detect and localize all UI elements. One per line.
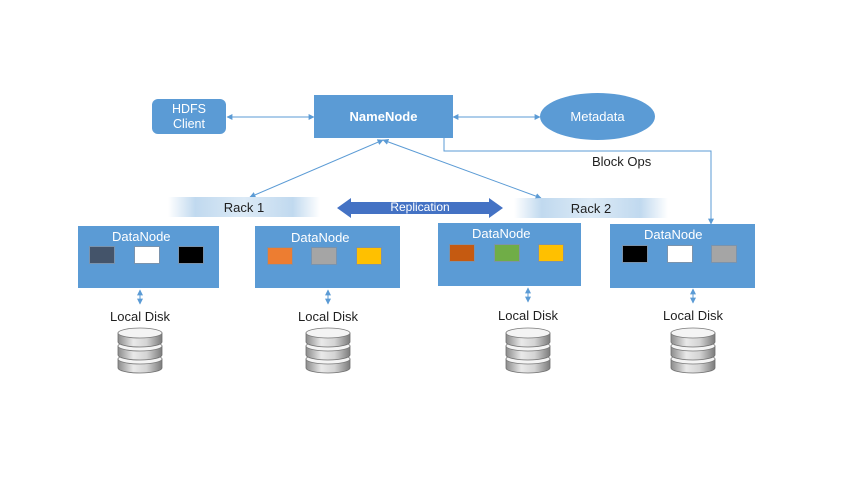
rack-1: Rack 1 (168, 197, 320, 217)
datanode-4-block-2 (667, 245, 693, 263)
local-disk-label-2: Local Disk (298, 309, 358, 324)
datanode-3-block-2 (494, 244, 520, 262)
block-ops-label: Block Ops (592, 154, 652, 169)
metadata-ellipse: Metadata (540, 93, 655, 140)
namenode-label: NameNode (349, 109, 418, 124)
datanode-2-block-2 (311, 247, 337, 265)
local-disk-label-1: Local Disk (110, 309, 170, 324)
datanode-1-block-2 (134, 246, 160, 264)
datanode-4-block-1 (622, 245, 648, 263)
replication-label: Replication (390, 200, 450, 214)
database-icon-3 (505, 327, 551, 374)
metadata-label: Metadata (570, 109, 625, 124)
namenode-rack2-link (382, 139, 542, 199)
namenode-rack1-link (249, 139, 384, 198)
datanode-3: DataNode (438, 223, 581, 286)
rack-2-label: Rack 2 (570, 200, 612, 216)
datanode-1-label: DataNode (112, 229, 171, 244)
rack-2: Rack 2 (514, 198, 668, 218)
rack-1-label: Rack 1 (223, 199, 265, 215)
namenode-box: NameNode (314, 95, 453, 138)
datanode-4-label: DataNode (644, 227, 703, 242)
datanode-4-block-3 (711, 245, 737, 263)
datanode-1-block-3 (178, 246, 204, 264)
database-icon-2 (305, 327, 351, 374)
datanode-2-label: DataNode (291, 230, 350, 245)
datanode-1-block-1 (89, 246, 115, 264)
datanode-3-label: DataNode (472, 226, 531, 241)
local-disk-label-4: Local Disk (663, 308, 723, 323)
datanode-3-block-3 (538, 244, 564, 262)
hdfs-client-box: HDFS Client (152, 99, 226, 134)
database-icon-4 (670, 327, 716, 374)
datanode-3-block-1 (449, 244, 475, 262)
local-disk-label-3: Local Disk (498, 308, 558, 323)
database-icon-1 (117, 327, 163, 374)
datanode-2: DataNode (255, 226, 400, 288)
hdfs-client-label: HDFS Client (171, 101, 207, 131)
replication-arrow (337, 198, 503, 218)
datanode-2-block-1 (267, 247, 293, 265)
datanode-2-block-3 (356, 247, 382, 265)
datanode-1: DataNode (78, 226, 219, 288)
datanode-4: DataNode (610, 224, 755, 288)
